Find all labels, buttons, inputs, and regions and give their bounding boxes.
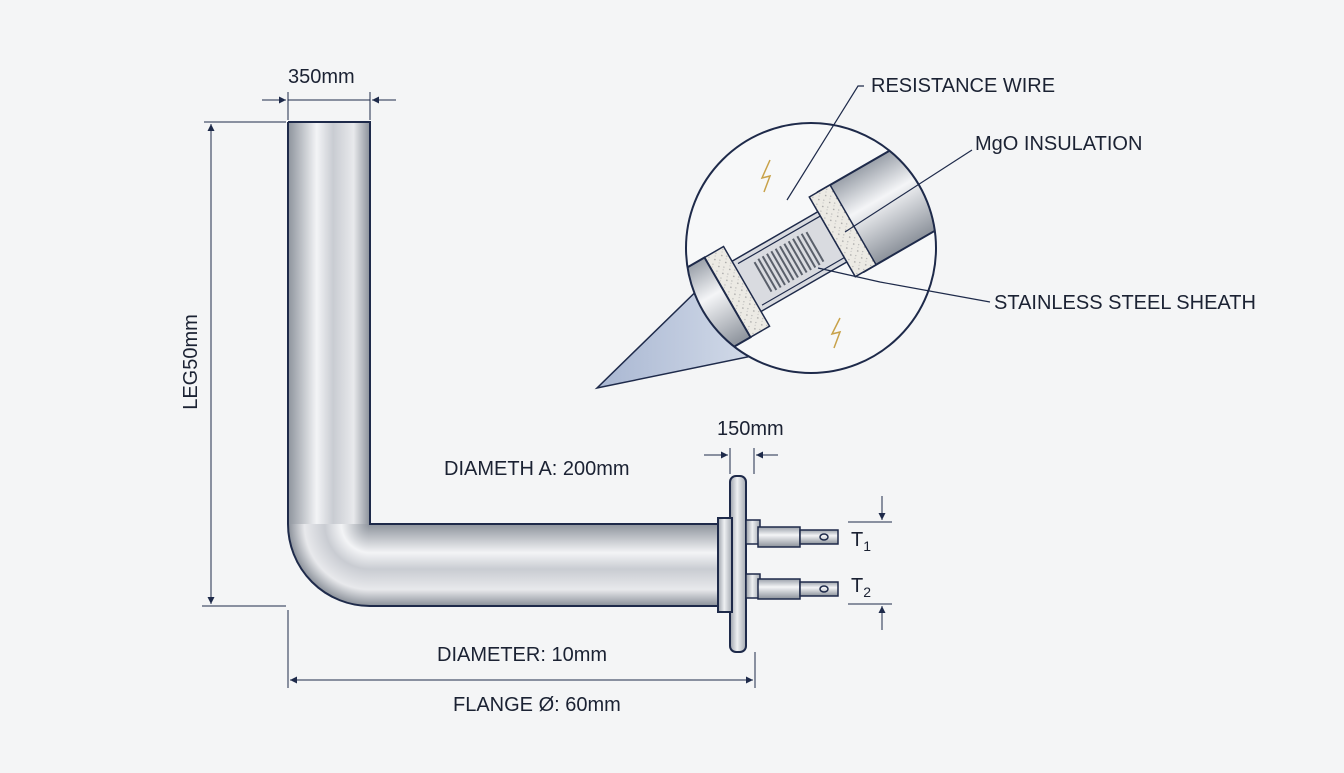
terminal-2-label: T2 xyxy=(851,575,871,599)
resistance-wire-label: RESISTANCE WIRE xyxy=(871,75,1056,97)
leg-length-label: LEG50mm xyxy=(180,314,202,410)
sheath-label: STAINLESS STEEL SHEATH xyxy=(994,292,1256,314)
flange-diameter-label: FLANGE Ø: 60mm xyxy=(453,694,621,716)
flange xyxy=(717,475,761,653)
diameter-a-label: DIAMETH A: 200mm xyxy=(444,458,630,480)
vertical-leg xyxy=(288,122,370,526)
dimension-lines xyxy=(202,92,892,688)
terminal-1-index: 1 xyxy=(863,538,872,554)
resistance-coil xyxy=(753,231,825,293)
terminal-2 xyxy=(757,578,839,600)
leader-lines xyxy=(786,85,991,303)
terminal-1 xyxy=(757,526,839,548)
diameter-label: DIAMETER: 10mm xyxy=(437,644,608,666)
pipe-body xyxy=(287,121,720,607)
horizontal-leg xyxy=(368,524,720,606)
terminal-2-letter: T xyxy=(851,575,864,597)
flange-offset-label: 150mm xyxy=(717,418,784,440)
pipe-elbow xyxy=(288,524,370,606)
spark-icon xyxy=(760,159,772,193)
spark-icon xyxy=(830,317,842,349)
terminal-2-index: 2 xyxy=(863,584,872,600)
cutaway-detail xyxy=(594,85,991,390)
insulation-label: MgO INSULATION xyxy=(975,133,1143,155)
terminal-1-letter: T xyxy=(851,529,864,551)
terminal-1-label: T1 xyxy=(851,529,871,553)
top-width-label: 350mm xyxy=(288,66,355,88)
